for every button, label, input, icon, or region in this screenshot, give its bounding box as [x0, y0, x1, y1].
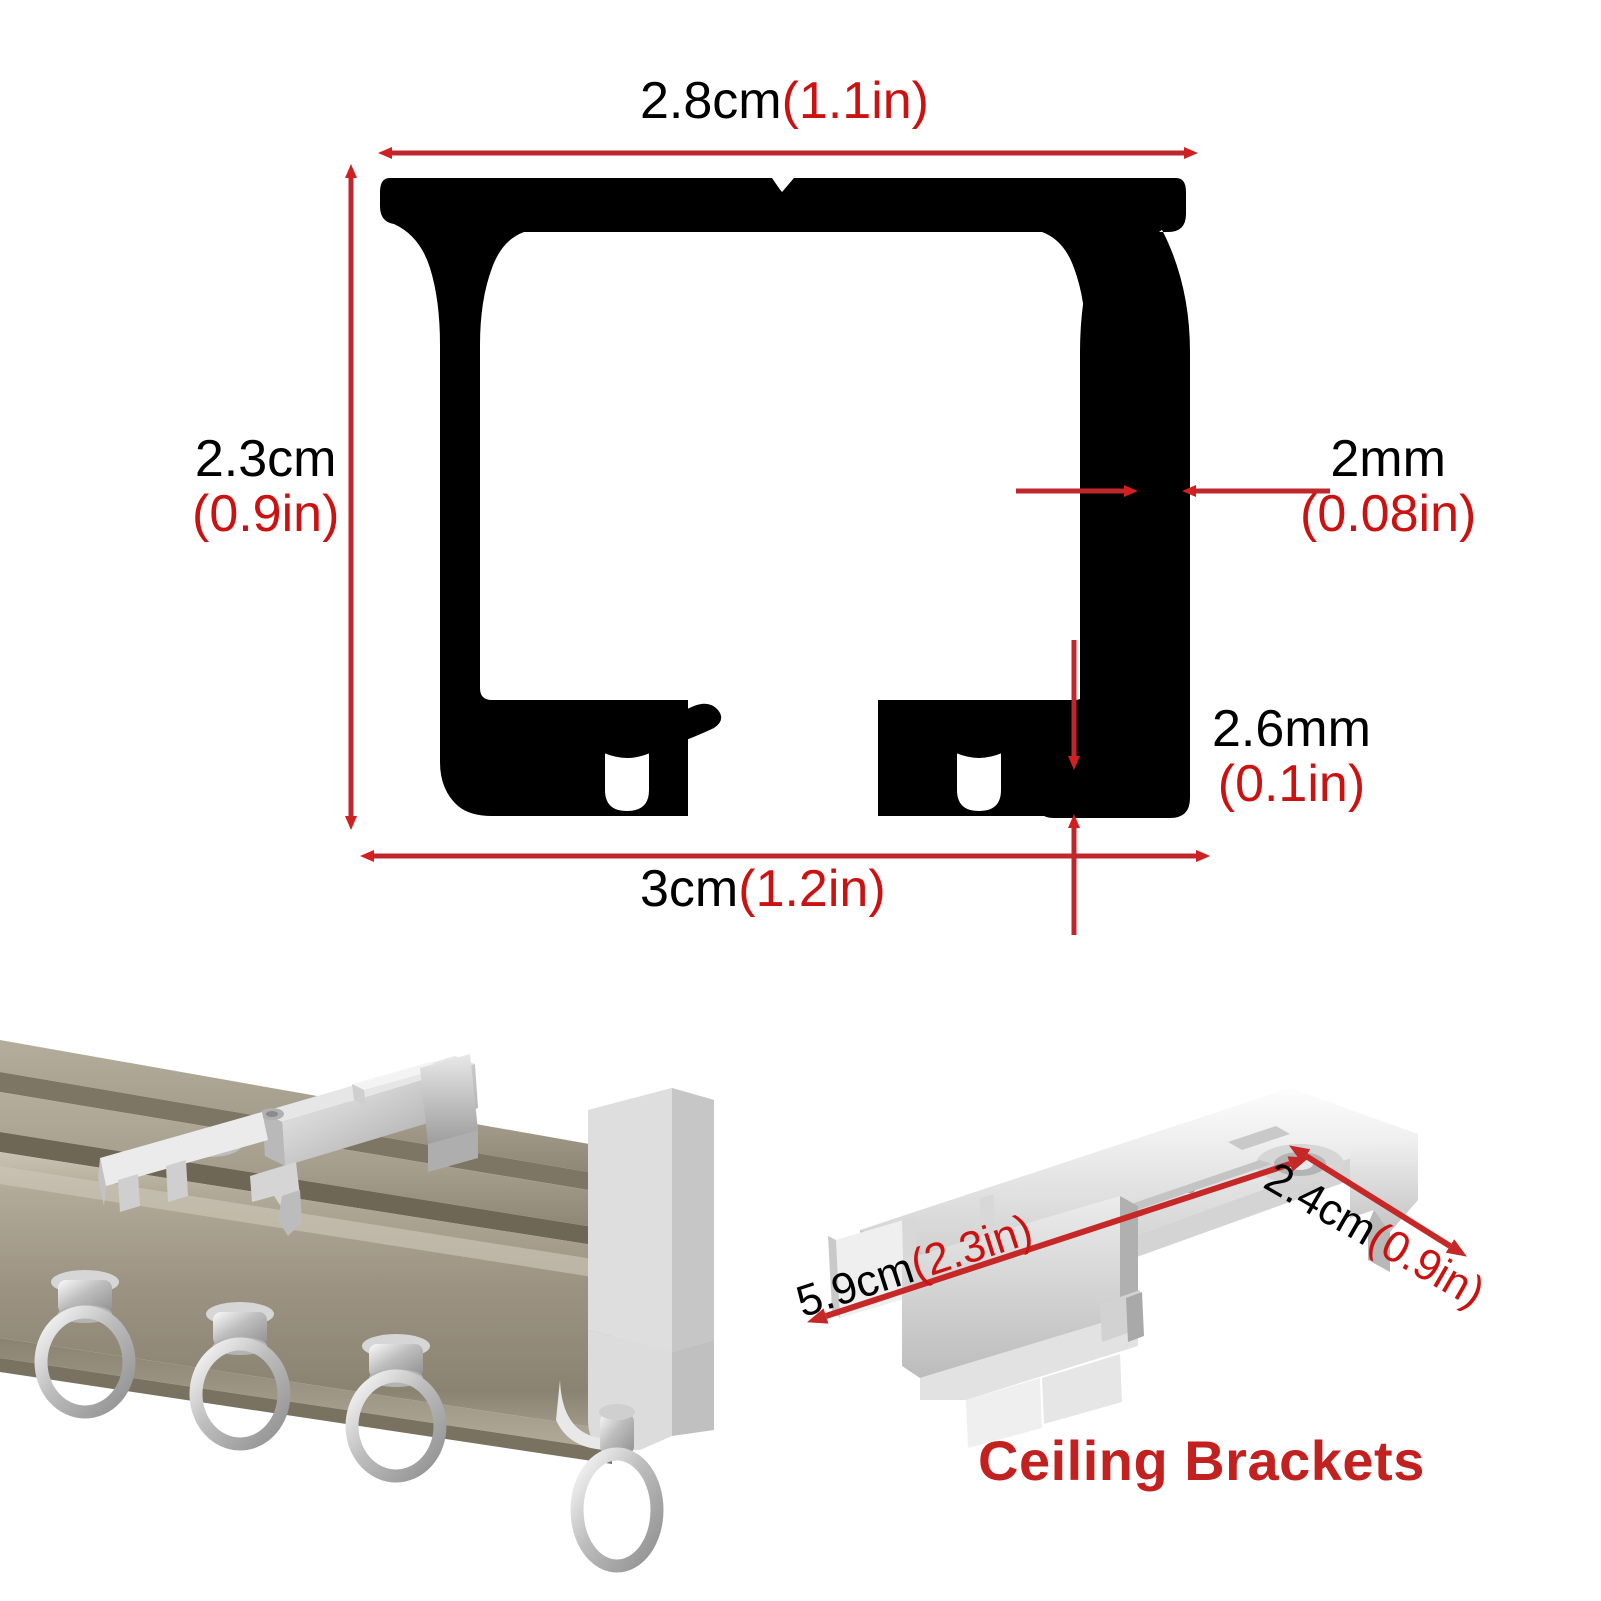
label-flange-thickness-cm: 2.6mm [1212, 700, 1371, 758]
label-top-width-inch: (1.1in) [781, 72, 930, 130]
bracket-dim-lines [806, 1145, 1467, 1324]
ceiling-bracket-photo: 5.9cm(2.3in) 2.4cm(0.9in) [790, 1060, 1493, 1480]
cross-section-panel: 2.8cm(1.1in) 2.3cm (0.9in) 2mm (0.08in) … [192, 74, 1476, 935]
label-bottom-width-inch: (1.2in) [738, 860, 886, 918]
track-profile-shape [380, 178, 1190, 818]
rail-ceiling-bracket [98, 1054, 478, 1236]
label-flange-thickness-inch: (0.1in) [1217, 754, 1366, 813]
label-wall-thickness: 2mm (0.08in) [1300, 432, 1476, 541]
cross-section-drawing [345, 147, 1330, 935]
rail-ring-carriers [34, 1270, 664, 1573]
rail-end-cap [556, 1088, 714, 1451]
label-top-width-cm: 2.8cm [640, 72, 782, 130]
label-height-inch: (0.9in) [192, 484, 340, 543]
ring-carrier [345, 1334, 447, 1483]
label-wall-thickness-inch: (0.08in) [1300, 484, 1477, 543]
label-bottom-width-cm: 3cm [640, 860, 739, 918]
label-top-width: 2.8cm(1.1in) [640, 74, 929, 129]
ceiling-brackets-caption: Ceiling Brackets [978, 1429, 1425, 1492]
label-wall-thickness-cm: 2mm [1330, 430, 1446, 488]
ring-carrier [570, 1404, 664, 1573]
label-height: 2.3cm (0.9in) [192, 432, 339, 541]
label-height-cm: 2.3cm [194, 430, 337, 488]
curtain-track-rail-photo [0, 980, 760, 1601]
ring-carrier [34, 1270, 136, 1419]
ring-carrier [189, 1302, 291, 1451]
label-bottom-width: 3cm(1.2in) [640, 862, 886, 917]
label-flange-thickness: 2.6mm (0.1in) [1212, 702, 1371, 811]
